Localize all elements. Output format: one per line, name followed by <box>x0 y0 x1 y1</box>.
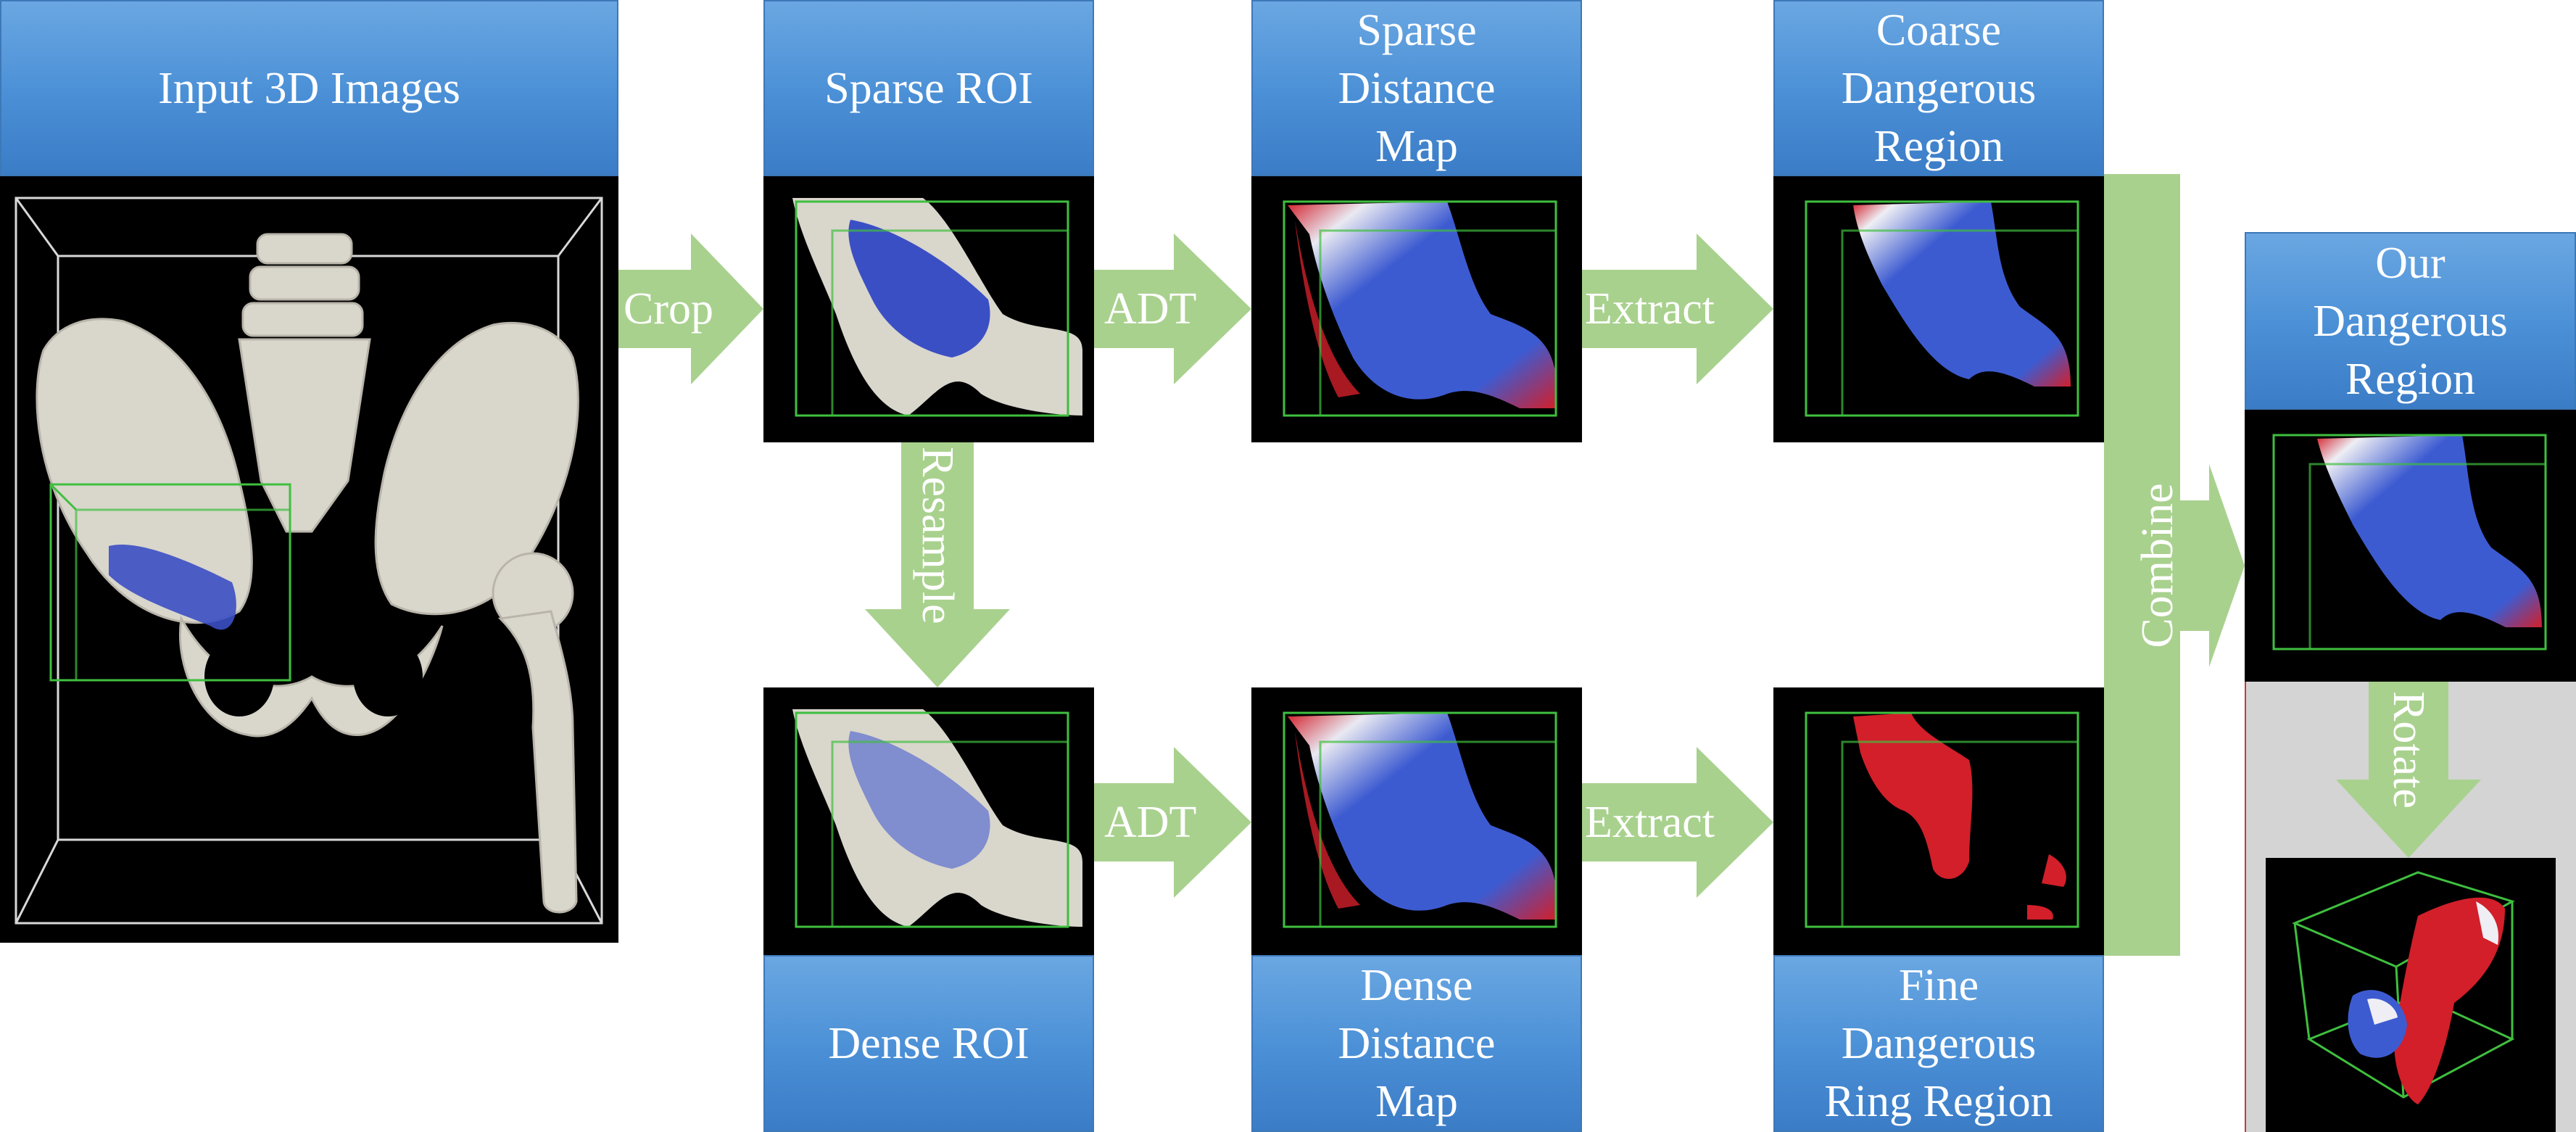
header-dense-distance-map: Dense Distance Map <box>1251 955 1582 1132</box>
rotated-region-illustration <box>2292 871 2515 1104</box>
adt-top-arrow <box>1094 234 1251 384</box>
header-line: Coarse <box>1876 5 2002 55</box>
header-line: Sparse <box>1357 5 1477 55</box>
header-line: Distance <box>1338 63 1496 113</box>
resample-arrow <box>865 442 1010 687</box>
header-input-label: Input 3D Images <box>158 63 460 113</box>
combine-label: Combine <box>2133 483 2182 648</box>
our-region-illustration <box>2272 434 2547 650</box>
adt-bottom-arrow <box>1094 747 1251 898</box>
fine-ring-illustration <box>1805 711 2079 928</box>
rotate-arrow <box>2336 682 2481 858</box>
our-dangerous-region-render <box>2245 410 2576 682</box>
header-line: Map <box>1375 121 1458 171</box>
input-pelvis-render <box>0 176 618 943</box>
header-input-3d-images: Input 3D Images <box>0 0 618 176</box>
extract-bottom-label: Extract <box>1585 798 1715 847</box>
header-sparse-roi: Sparse ROI <box>763 0 1094 176</box>
header-dense-roi: Dense ROI <box>763 955 1094 1132</box>
sparse-roi-render <box>763 176 1094 442</box>
coarse-region-illustration <box>1805 200 2079 417</box>
combine-arrow <box>2104 174 2245 956</box>
adt-bottom-label: ADT <box>1104 798 1197 847</box>
fine-dangerous-ring-region-render <box>1773 687 2104 955</box>
resample-label: Resample <box>913 447 962 624</box>
crop-label: Crop <box>624 284 713 334</box>
header-line: Ring Region <box>1824 1077 2053 1126</box>
dense-distance-map-render <box>1251 687 1582 955</box>
dense-roi-illustration <box>792 709 1082 928</box>
header-line: Dangerous <box>1841 63 2037 113</box>
header-line: Distance <box>1338 1019 1496 1068</box>
header-line: Dangerous <box>1841 1019 2037 1068</box>
pelvis-bone <box>36 233 579 914</box>
bounding-wireframe <box>15 197 603 925</box>
sparse-distance-map-render <box>1251 176 1582 442</box>
dense-distance-illustration <box>1283 711 1557 928</box>
header-line: Map <box>1375 1077 1458 1126</box>
header-fine-dangerous-ring-region: Fine Dangerous Ring Region <box>1773 955 2104 1132</box>
pelvis-illustration <box>15 197 603 925</box>
header-our-dangerous-region: Our Dangerous Region <box>2245 232 2576 410</box>
extract-top-arrow <box>1582 234 1773 384</box>
header-line: Region <box>2345 354 2476 404</box>
sparse-distance-illustration <box>1283 200 1557 417</box>
header-sparse-distance-map: Sparse Distance Map <box>1251 0 1582 176</box>
header-dense-roi-label: Dense ROI <box>828 1019 1030 1068</box>
dense-roi-render <box>763 687 1094 955</box>
crop-box <box>49 483 291 682</box>
header-line: Region <box>1873 121 2004 171</box>
coarse-dangerous-region-render <box>1773 176 2104 442</box>
adt-top-label: ADT <box>1104 284 1197 334</box>
header-line: Dense <box>1360 961 1473 1010</box>
header-line: Fine <box>1898 961 1979 1010</box>
extract-bottom-arrow <box>1582 747 1773 898</box>
roi-blue-patch <box>109 545 236 630</box>
header-sparse-roi-label: Sparse ROI <box>824 63 1033 113</box>
extract-top-label: Extract <box>1585 284 1715 334</box>
rotated-region-render <box>2266 858 2556 1132</box>
sparse-roi-illustration <box>792 198 1082 417</box>
header-coarse-dangerous-region: Coarse Dangerous Region <box>1773 0 2104 176</box>
header-line: Our <box>2375 238 2445 288</box>
crop-arrow <box>618 234 763 384</box>
header-line: Dangerous <box>2313 296 2508 346</box>
rotate-label: Rotate <box>2384 691 2433 809</box>
